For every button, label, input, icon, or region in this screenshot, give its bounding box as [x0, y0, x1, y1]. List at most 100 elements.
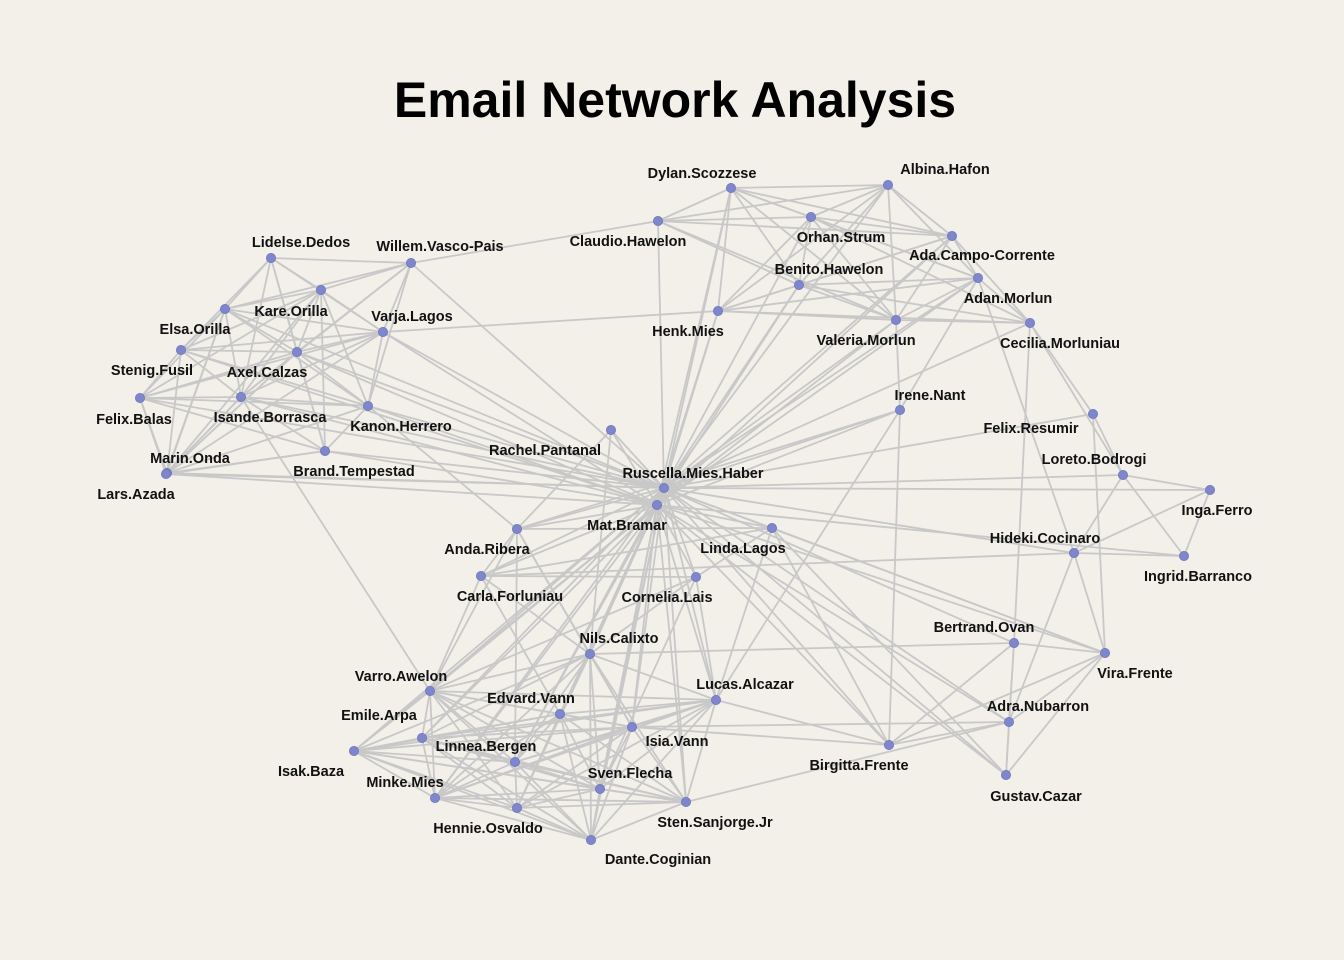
node-cecilia-morluniau[interactable]: [1025, 317, 1036, 328]
edge-stenig-fusil--marin-onda: [166, 349, 182, 474]
edge-mat-bramar--anda-ribera: [516, 504, 658, 530]
node-carla-forluniau[interactable]: [475, 571, 486, 582]
edge-carla-forluniau--edvard-vann: [480, 575, 561, 715]
node-ruscella-mies-haber[interactable]: [659, 482, 670, 493]
node-minke-mies[interactable]: [429, 793, 440, 804]
node-cornelia-lais[interactable]: [691, 572, 702, 583]
node-valeria-morlun[interactable]: [891, 314, 902, 325]
edge-orhan-strum--cecilia-morluniau: [810, 216, 1031, 324]
edge-benito-hawelon--mat-bramar: [656, 284, 800, 506]
edge-adan-morlun--valeria-morlun: [895, 277, 979, 321]
edge-linda-lagos--vira-frente: [771, 527, 1106, 654]
node-label-linda-lagos: Linda.Lagos: [700, 541, 785, 557]
node-label-lidelse-dedos: Lidelse.Dedos: [252, 235, 350, 251]
edge-linnea-bergen--isak-baza: [353, 750, 516, 763]
node-sven-flecha[interactable]: [595, 784, 606, 795]
node-isande-borrasca[interactable]: [235, 391, 246, 402]
edge-benito-hawelon--henk-mies: [717, 284, 800, 312]
node-dylan-scozzese[interactable]: [726, 182, 737, 193]
edge-hideki-cocinaro--ruscella-mies-haber: [663, 487, 1075, 554]
node-felix-balas[interactable]: [134, 392, 145, 403]
node-hennie-osvaldo[interactable]: [512, 803, 523, 814]
node-brand-tempestad[interactable]: [319, 445, 330, 456]
node-varro-awelon[interactable]: [424, 686, 435, 697]
edge-dylan-scozzese--ada-campo-corrente: [730, 187, 953, 237]
node-albina-hafon[interactable]: [883, 179, 894, 190]
node-henk-mies[interactable]: [713, 305, 724, 316]
node-birgitta-frente[interactable]: [884, 740, 895, 751]
node-willem-vasco-pais[interactable]: [405, 257, 416, 268]
node-inga-ferro[interactable]: [1205, 484, 1216, 495]
edge-albina-hafon--orhan-strum: [810, 184, 889, 218]
node-label-kare-orilla: Kare.Orilla: [254, 304, 328, 320]
edge-elsa-orilla--kanon-herrero: [224, 308, 369, 407]
edge-linnea-bergen--dante-coginian: [514, 761, 592, 841]
node-lars-azada[interactable]: [160, 468, 171, 479]
node-label-adan-morlun: Adan.Morlun: [964, 291, 1053, 307]
node-label-loreto-bodrogi: Loreto.Bodrogi: [1042, 452, 1147, 468]
edge-felix-balas--brand-tempestad: [139, 397, 326, 452]
edge-axel-calzas--felix-balas: [139, 351, 298, 399]
edge-claudio-hawelon--willem-vasco-pais: [410, 220, 659, 264]
node-isak-baza[interactable]: [348, 746, 359, 757]
node-sten-sanjorge-jr[interactable]: [681, 797, 692, 808]
node-adra-nubarron[interactable]: [1004, 717, 1015, 728]
node-orhan-strum[interactable]: [806, 211, 817, 222]
edge-albina-hafon--ada-campo-corrente: [887, 184, 953, 237]
edge-nils-calixto--linnea-bergen: [514, 653, 591, 763]
edge-nils-calixto--lucas-alcazar: [589, 653, 717, 701]
node-anda-ribera[interactable]: [512, 524, 523, 535]
node-linda-lagos[interactable]: [767, 523, 778, 534]
node-loreto-bodrogi[interactable]: [1118, 469, 1129, 480]
edge-orhan-strum--henk-mies: [717, 216, 812, 312]
edge-benito-hawelon--adan-morlun: [798, 277, 979, 286]
node-label-gustav-cazar: Gustav.Cazar: [990, 789, 1082, 805]
edge-valeria-morlun--irene-nant: [895, 319, 901, 411]
node-varja-lagos[interactable]: [377, 326, 388, 337]
edge-felix-resumir--vira-frente: [1092, 413, 1106, 654]
node-claudio-hawelon[interactable]: [653, 215, 664, 226]
node-irene-nant[interactable]: [895, 404, 906, 415]
node-lidelse-dedos[interactable]: [265, 252, 276, 263]
edge-ada-campo-corrente--adan-morlun: [951, 235, 979, 279]
edge-loreto-bodrogi--inga-ferro: [1122, 474, 1211, 491]
node-vira-frente[interactable]: [1100, 648, 1111, 659]
node-isia-vann[interactable]: [627, 722, 638, 733]
node-gustav-cazar[interactable]: [1001, 770, 1012, 781]
node-elsa-orilla[interactable]: [219, 303, 230, 314]
node-stenig-fusil[interactable]: [175, 344, 186, 355]
edge-linnea-bergen--sven-flecha: [514, 761, 601, 790]
edge-adan-morlun--henk-mies: [717, 277, 979, 312]
node-kanon-herrero[interactable]: [362, 400, 373, 411]
edge-cecilia-morluniau--loreto-bodrogi: [1029, 322, 1124, 476]
node-felix-resumir[interactable]: [1088, 408, 1099, 419]
node-axel-calzas[interactable]: [291, 346, 302, 357]
node-nils-calixto[interactable]: [585, 649, 596, 660]
node-hideki-cocinaro[interactable]: [1069, 548, 1080, 559]
edge-mat-bramar--lucas-alcazar: [656, 504, 717, 701]
edge-varro-awelon--lucas-alcazar: [429, 690, 717, 701]
edge-bertrand-ovan--vira-frente: [1013, 642, 1106, 654]
node-benito-hawelon[interactable]: [794, 279, 805, 290]
node-emile-arpa[interactable]: [416, 733, 427, 744]
node-edvard-vann[interactable]: [555, 709, 566, 720]
node-bertrand-ovan[interactable]: [1009, 638, 1020, 649]
node-adan-morlun[interactable]: [973, 272, 984, 283]
edge-irene-nant--birgitta-frente: [888, 409, 901, 746]
edge-isande-borrasca--mat-bramar: [240, 396, 658, 506]
node-linnea-bergen[interactable]: [509, 757, 520, 768]
node-mat-bramar[interactable]: [652, 499, 663, 510]
node-label-henk-mies: Henk.Mies: [652, 324, 724, 340]
edge-albina-hafon--claudio-hawelon: [657, 184, 889, 222]
node-label-cornelia-lais: Cornelia.Lais: [621, 590, 712, 606]
node-ada-campo-corrente[interactable]: [947, 230, 958, 241]
node-dante-coginian[interactable]: [586, 835, 597, 846]
node-ingrid-barranco[interactable]: [1179, 551, 1190, 562]
edge-linnea-bergen--isia-vann: [514, 726, 633, 763]
edge-lucas-alcazar--isak-baza: [353, 699, 717, 752]
node-label-nils-calixto: Nils.Calixto: [580, 631, 659, 647]
node-lucas-alcazar[interactable]: [711, 695, 722, 706]
edge-lars-azada--ruscella-mies-haber: [165, 473, 665, 489]
node-kare-orilla[interactable]: [315, 284, 326, 295]
node-rachel-pantanal[interactable]: [606, 424, 617, 435]
